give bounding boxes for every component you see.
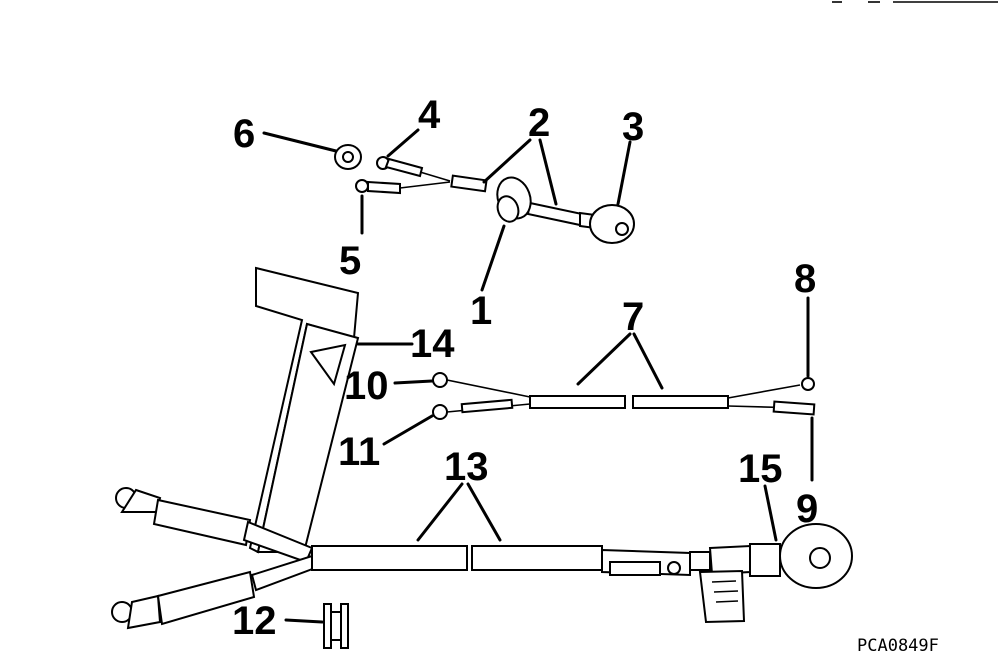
grommet-part-1 — [496, 176, 532, 223]
callout-5: 5 — [339, 239, 361, 283]
callout-13: 13 — [444, 445, 489, 489]
warning-triangle-icon — [309, 343, 347, 387]
callout-2: 2 — [528, 101, 550, 145]
terminal-part-10 — [432, 372, 448, 388]
figure-code: PCA0849F — [857, 636, 939, 656]
callout-4: 4 — [418, 93, 441, 137]
terminal-part-4 — [376, 156, 451, 182]
callout-8: 8 — [794, 257, 816, 301]
terminal-part-8 — [801, 377, 815, 391]
callout-12: 12 — [232, 599, 277, 643]
callout-6: 6 — [233, 112, 255, 156]
leader-lines — [262, 128, 814, 624]
callout-10: 10 — [344, 364, 389, 408]
callout-11: 11 — [338, 430, 380, 474]
callout-15: 15 — [738, 447, 783, 491]
plug-part-3 — [579, 204, 635, 244]
callout-3: 3 — [622, 105, 644, 149]
cable-part-13 — [111, 487, 853, 630]
callout-14: 14 — [410, 322, 455, 366]
callout-9: 9 — [796, 487, 818, 531]
sleeve-part-15 — [708, 544, 751, 576]
terminal-part-11 — [432, 404, 448, 420]
cable-tag — [698, 569, 746, 624]
washer-part-6 — [334, 144, 362, 170]
boot-part-14 — [248, 266, 360, 554]
bushing-part-12 — [323, 603, 349, 649]
harness-part-7 — [432, 372, 816, 420]
callout-1: 1 — [470, 289, 492, 333]
terminal-part-5 — [355, 179, 451, 195]
callout-7: 7 — [622, 295, 644, 339]
